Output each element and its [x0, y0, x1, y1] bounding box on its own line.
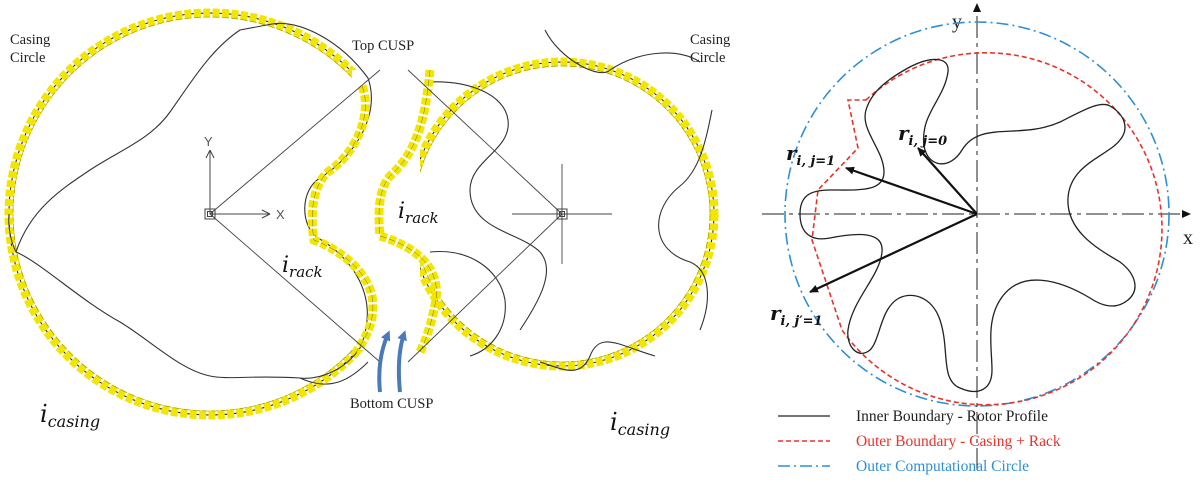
- vector-label-j0: ri, j=0: [898, 121, 947, 149]
- rack-label-right: irack: [398, 199, 439, 227]
- ucs-y-label: Y: [204, 134, 213, 149]
- casing-label-left: icasing: [40, 400, 100, 431]
- casing-circle-label-left-1: Casing: [10, 32, 50, 48]
- casing-circle-label-right-2: Circle: [690, 50, 725, 66]
- y-axis-label: y: [952, 11, 962, 33]
- legend: Inner Boundary - Rotor Profile Outer Bou…: [778, 408, 1061, 475]
- left-rotor-pair: X Y Casing Circle Casing Circle Top CUSP…: [4, 8, 730, 439]
- outer-boundary-casing-rack: [811, 51, 1163, 406]
- vector-label-j1: ri, j=1: [786, 141, 835, 169]
- right-casing-boundary-nodes: [405, 57, 719, 371]
- ucs-axes-icon: [204, 149, 568, 220]
- legend-label-computational: Outer Computational Circle: [856, 458, 1029, 475]
- inner-rotor-profile: [799, 58, 1136, 393]
- legend-label-inner: Inner Boundary - Rotor Profile: [856, 408, 1048, 425]
- ucs-x-label: X: [276, 207, 285, 222]
- casing-circle-label-left-2: Circle: [10, 50, 45, 66]
- vector-r-j1: [845, 166, 978, 216]
- vector-label-jprime1: ri, j′=1: [770, 301, 823, 329]
- legend-label-outer: Outer Boundary - Casing + Rack: [856, 433, 1061, 450]
- female-rotor-profile: [427, 29, 713, 371]
- casing-circle-label-right-1: Casing: [690, 32, 730, 48]
- flow-arrow-right: [396, 330, 407, 393]
- vector-r-jprime1: [809, 213, 978, 293]
- rack-label-left: irack: [282, 253, 323, 281]
- flow-arrow-left: [377, 330, 391, 393]
- x-axis-label: x: [1183, 227, 1193, 249]
- bottom-cusp-label: Bottom CUSP: [350, 396, 433, 412]
- top-cusp-label: Top CUSP: [352, 38, 414, 54]
- casing-label-right: icasing: [610, 408, 670, 439]
- outer-computational-circle: [784, 21, 1170, 407]
- right-boundary-diagram: x y ri, j=0 ri, j=1 ri, j′=1 Inner Bound…: [762, 3, 1193, 475]
- vector-r-j0: [917, 147, 978, 215]
